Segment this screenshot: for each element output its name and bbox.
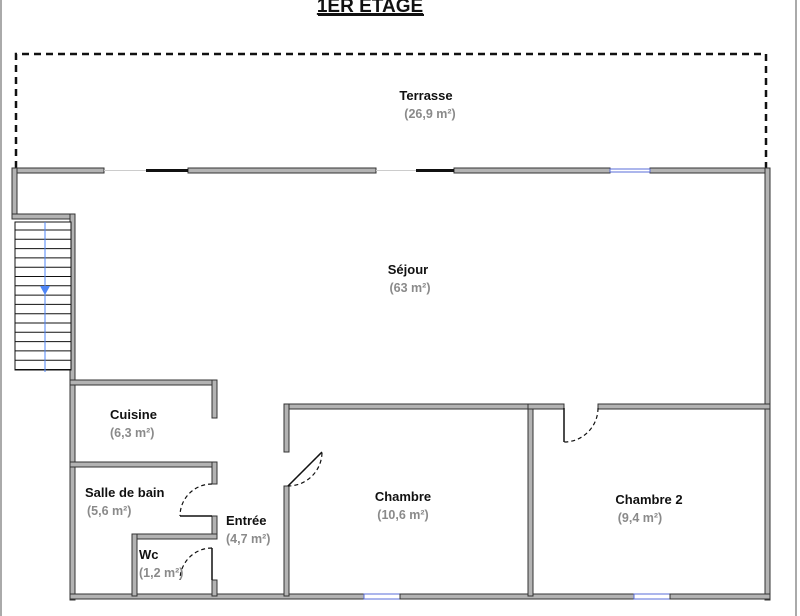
bath-door-swing [179,483,213,517]
staircase [14,221,72,372]
stair-outline [14,221,72,371]
right-wall [764,167,771,601]
left-wall-step [11,213,75,220]
room-area-cuisine: (6,3 m²) [110,426,154,440]
cuisine-right-wall [211,379,218,419]
door-swings [179,407,599,581]
chambre-left-wall-upper [283,403,290,453]
bath-right-wall-upper [211,461,218,485]
wc-right-wall [211,579,218,597]
left-wall-upper [11,167,18,219]
exterior-walls [11,167,771,601]
chambre2-top-wall-right [597,403,771,410]
top-wall-segment [187,167,377,174]
room-name-chambre: Chambre [375,489,431,504]
chambre-top-wall [283,403,534,410]
room-area-wc: (1,2 m²) [139,566,183,580]
plan-title: 1ER ÉTAGE [317,0,423,17]
chambre-divider-wall [527,403,534,597]
stair-steps [15,229,71,370]
room-name-salle-de-bain: Salle de bain [85,485,165,500]
window [363,593,401,600]
room-area-entree: (4,7 m²) [226,532,270,546]
chambre-door-swing [287,450,323,487]
room-name-chambre2: Chambre 2 [615,492,682,507]
interior-walls [69,379,771,597]
top-wall-segment [649,167,771,174]
left-wall-lower [69,213,76,601]
window [633,593,671,600]
room-name-cuisine: Cuisine [110,407,157,422]
room-name-entree: Entrée [226,513,266,528]
chambre-door-leaf [287,451,323,487]
room-area-chambre2: (9,4 m²) [618,511,662,525]
room-area-salle-de-bain: (5,6 m²) [87,504,131,518]
wc-left-wall [131,533,138,597]
sliding-door [146,169,188,172]
bottom-wall-segment [399,593,635,600]
room-area-chambre: (10,6 m²) [377,508,428,522]
chambre2-top-wall-left [527,403,565,410]
room-area-sejour: (63 m²) [390,281,431,295]
top-wall-segment [453,167,611,174]
chambre-left-wall-lower [283,485,290,597]
cuisine-bath-wall [69,461,218,468]
sliding-door [416,169,454,172]
chambre2-door-swing [563,407,599,443]
top-wall-segment [11,167,105,174]
cuisine-top-wall [69,379,218,386]
bottom-wall-segment [669,593,771,600]
room-labels: Terrasse (26,9 m²) Séjour (63 m²) Cuisin… [85,88,683,580]
room-name-terrasse: Terrasse [399,88,452,103]
window [609,168,651,173]
bath-wc-wall [131,533,218,540]
stair-arrow-head [40,286,50,295]
terrasse-outline [14,52,768,168]
room-name-sejour: Séjour [388,262,428,277]
room-name-wc: Wc [139,547,159,562]
room-area-terrasse: (26,9 m²) [404,107,455,121]
wc-door-swing [179,547,213,581]
